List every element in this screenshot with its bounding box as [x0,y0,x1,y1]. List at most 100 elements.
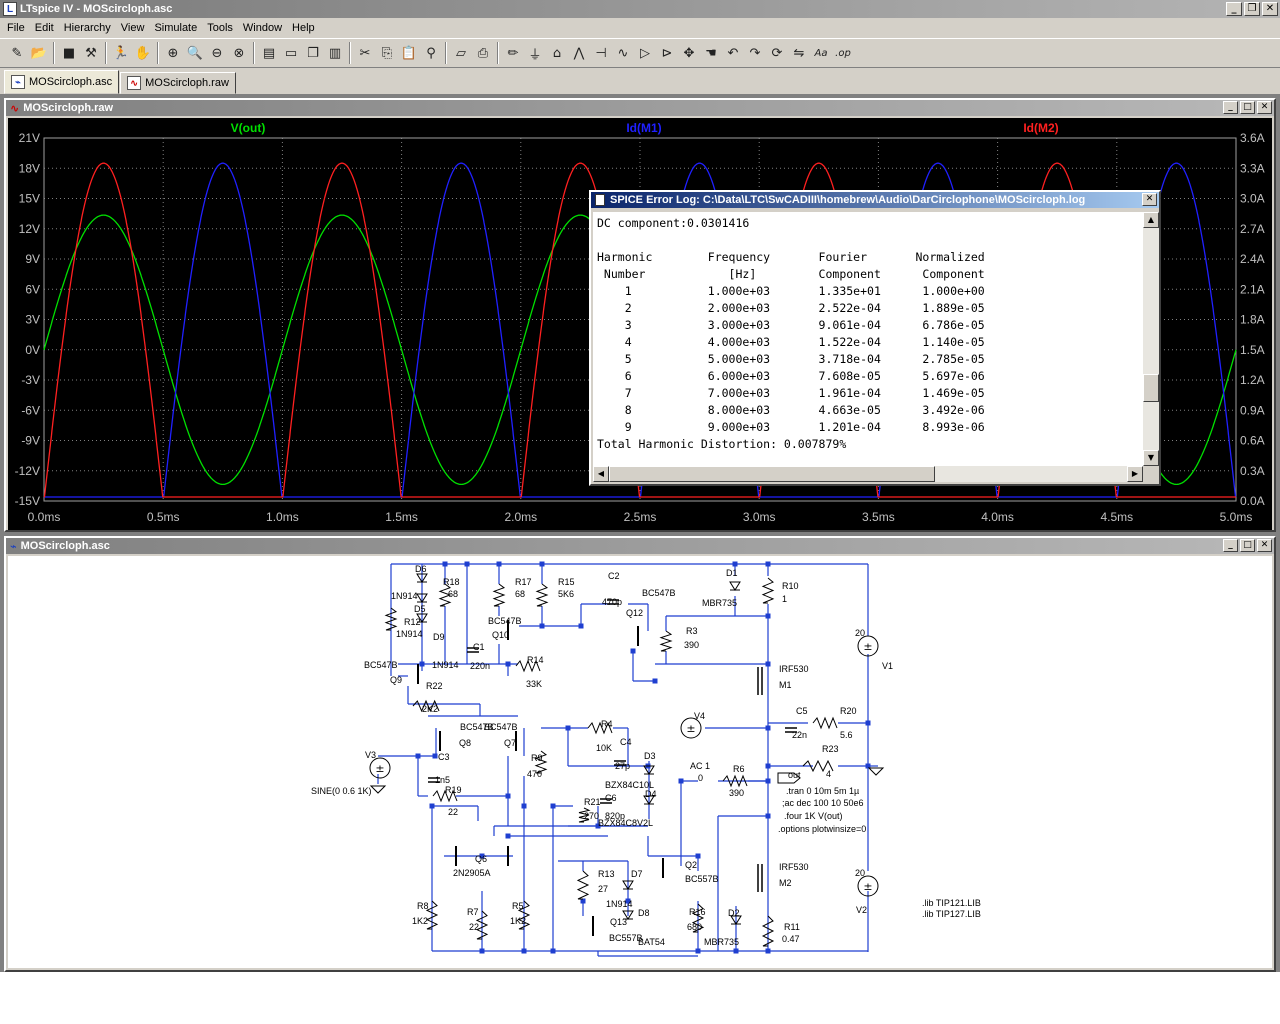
zoom-cancel-icon[interactable]: ⊗ [233,45,245,61]
menu-help[interactable]: Help [292,22,315,34]
open-icon[interactable]: 📂 [30,45,48,61]
diode-symbol [643,795,655,805]
ground-icon[interactable]: ⏚ [528,47,542,63]
menu-window[interactable]: Window [242,22,283,34]
schematic-label: 5K6 [558,589,574,599]
x-tick-label: 1.0ms [266,510,299,524]
waveform-window-title-bar[interactable]: ∿ MOScircloph.raw _ □ ✕ [6,100,1274,116]
resistor-icon[interactable]: ⋀ [573,45,585,61]
menu-bar: File Edit Hierarchy View Simulate Tools … [0,18,1280,38]
paste-icon[interactable]: 📋 [400,45,418,61]
y-left-tick-label: -9V [21,434,40,448]
waveform-close-button[interactable]: ✕ [1257,101,1272,114]
error-log-horizontal-scrollbar[interactable]: ◀ ▶ [593,466,1143,482]
inductor-icon[interactable]: ∿ [617,45,629,61]
log-line: Total Harmonic Distortion: 0.007879% [597,437,847,451]
schematic-label: V4 [694,711,705,721]
schematic-label: 680 [687,922,702,932]
schematic-minimize-button[interactable]: _ [1223,539,1238,552]
undo-icon[interactable]: ↶ [727,45,739,61]
menu-file[interactable]: File [7,22,25,34]
save-icon[interactable]: ■ [62,45,76,61]
scroll-left-icon[interactable]: ◀ [593,466,609,482]
spice-directive-icon[interactable]: .op [835,47,851,59]
drag-icon[interactable]: ☚ [705,45,717,61]
capacitor-icon[interactable]: ⊣ [595,45,607,61]
schematic-label: D5 [414,604,426,614]
resistor-symbol [534,750,548,774]
schematic-label: R16 [689,907,706,917]
close-button[interactable]: ✕ [1262,2,1278,16]
label-net-icon[interactable]: ⌂ [552,45,562,61]
control-panel-icon[interactable]: ⚒ [85,45,97,61]
waveform-maximize-button[interactable]: □ [1240,101,1255,114]
tab-schematic[interactable]: ⌁ MOScircloph.asc [4,70,120,94]
toolbar-separator [53,42,55,64]
halt-icon[interactable]: ✋ [134,45,152,61]
waveform-minimize-button[interactable]: _ [1223,101,1238,114]
schematic-label: .lib TIP121.LIB [922,898,981,908]
error-log-title-bar[interactable]: SPICE Error Log: C:\Data\LTC\SwCADIII\ho… [591,192,1159,208]
scroll-thumb[interactable] [1143,374,1159,402]
schematic-icon: ⌁ [10,539,17,553]
schematic-maximize-button[interactable]: □ [1240,539,1255,552]
menu-edit[interactable]: Edit [34,22,54,34]
redo-icon[interactable]: ↷ [749,45,761,61]
schematic-drawing[interactable]: ±±±±D6R1868R1768R155K6C2470pQ12BC547BD1M… [8,556,1272,968]
run-icon[interactable]: 🏃 [112,45,130,61]
rotate-icon[interactable]: ⟳ [771,45,783,61]
scroll-thumb[interactable] [609,466,935,482]
tab-waveform[interactable]: ∿ MOScircloph.raw [120,72,236,94]
restore-button[interactable]: ❐ [1244,2,1260,16]
find-icon[interactable]: ⚲ [426,45,436,61]
schematic-label: 470 [527,769,542,779]
draw-wire-icon[interactable]: ✏ [507,45,519,61]
tile-horizontal-icon[interactable]: ▭ [284,45,298,61]
scroll-up-icon[interactable]: ▲ [1143,212,1159,228]
cut-icon[interactable]: ✂ [359,45,371,61]
scroll-down-icon[interactable]: ▼ [1143,450,1159,466]
log-line: 2 2.000e+03 2.522e-04 1.889e-05 [597,301,985,315]
schematic-label: 22 [469,922,479,932]
error-log-text[interactable]: DC component:0.0301416 Harmonic Frequenc… [593,212,1143,466]
schematic-close-button[interactable]: ✕ [1257,539,1272,552]
minimize-button[interactable]: _ [1226,2,1242,16]
move-icon[interactable]: ✥ [683,45,695,61]
y-right-tick-label: 3.0A [1240,192,1265,206]
mirror-icon[interactable]: ⇋ [793,45,805,61]
print-setup-icon[interactable]: ▱ [456,45,466,61]
copy-icon[interactable]: ⎘ [381,45,393,61]
source-symbol [857,875,879,897]
cascade-icon[interactable]: ❐ [307,45,319,61]
text-icon[interactable]: Aa [814,47,828,59]
schematic-label: 68 [448,589,458,599]
menu-simulate[interactable]: Simulate [154,22,198,34]
tile-vertical-icon[interactable]: ▥ [328,45,342,61]
component-icon[interactable]: ⊳ [661,45,673,61]
schematic-label: 820p [605,811,625,821]
junction-dot [550,803,556,809]
print-icon[interactable]: ⎙ [477,45,489,61]
new-schematic-icon[interactable]: ✎ [11,45,23,61]
menu-tools[interactable]: Tools [207,22,233,34]
schematic-label: D3 [644,751,656,761]
error-log-close-button[interactable]: ✕ [1142,193,1157,206]
diode-icon[interactable]: ▷ [640,45,650,61]
menu-view[interactable]: View [120,22,145,34]
y-right-tick-label: 1.8A [1240,313,1265,327]
junction-dot [765,948,771,954]
menu-hierarchy[interactable]: Hierarchy [63,22,111,34]
desktop-area [0,972,1280,1024]
toolbar-separator [349,42,351,64]
document-tabs: ⌁ MOScircloph.asc ∿ MOScircloph.raw [0,68,1280,94]
autorange-icon[interactable]: ▤ [262,45,276,61]
log-line: 4 4.000e+03 1.522e-04 1.140e-05 [597,335,985,349]
scroll-right-icon[interactable]: ▶ [1127,466,1143,482]
zoom-out-icon[interactable]: ⊖ [211,45,223,61]
zoom-in-icon[interactable]: ⊕ [167,45,179,61]
schematic-window-title-bar[interactable]: ⌁ MOScircloph.asc _ □ ✕ [6,538,1274,554]
zoom-area-icon[interactable]: 🔍 [186,45,204,61]
error-log-vertical-scrollbar[interactable]: ▲ ▼ [1143,212,1159,466]
schematic-label: ;ac dec 100 10 50e6 [782,798,864,808]
